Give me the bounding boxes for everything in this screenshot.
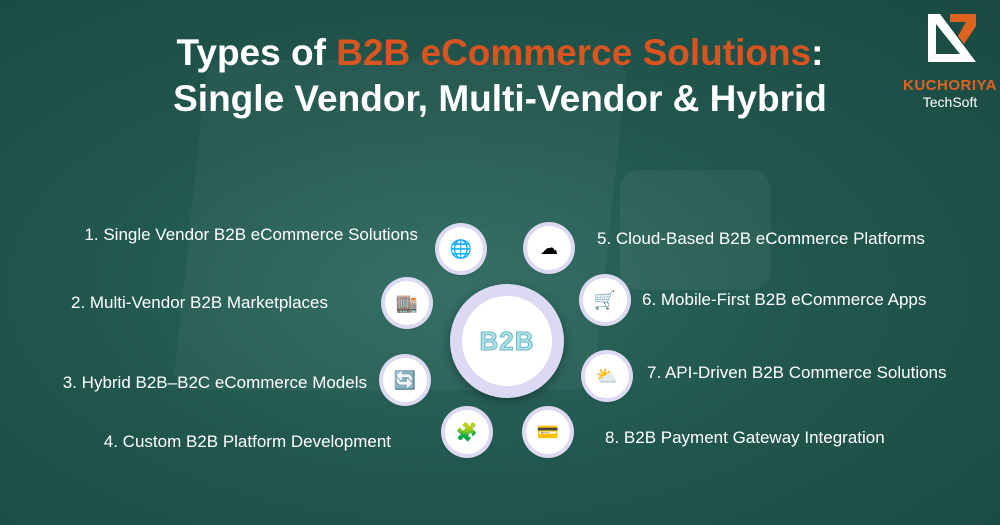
- item-label-1: 1. Single Vendor B2B eCommerce Solutions: [84, 225, 418, 244]
- title-colon: :: [811, 32, 824, 73]
- logo-sub: TechSoft: [922, 94, 978, 110]
- item-label-6: 6. Mobile-First B2B eCommerce Apps: [642, 290, 927, 309]
- cloud-network-icon: ☁: [527, 226, 571, 270]
- background-cart-shape: [620, 170, 770, 290]
- item-label-5: 5. Cloud-Based B2B eCommerce Platforms: [597, 229, 925, 248]
- item-label-8: 8. B2B Payment Gateway Integration: [605, 428, 885, 447]
- payment-gateway-icon: 💳: [526, 410, 570, 454]
- logo-mark-icon: [928, 14, 976, 62]
- api-cloud-icon: ⛅: [585, 354, 629, 398]
- mobile-shop-icon: 🛒: [583, 278, 627, 322]
- item-label-4: 4. Custom B2B Platform Development: [103, 432, 391, 451]
- marketplace-buildings-icon: 🏬: [385, 281, 429, 325]
- logo-brand: KUCHORIYA: [903, 77, 997, 94]
- title-subline: Single Vendor, Multi-Vendor & Hybrid: [173, 78, 827, 119]
- item-label-2: 2. Multi-Vendor B2B Marketplaces: [70, 293, 328, 312]
- item-label-3: 3. Hybrid B2B–B2C eCommerce Models: [62, 373, 367, 392]
- center-b2b-circle: B2B: [450, 284, 564, 398]
- globe-network-icon: 🌐: [439, 227, 483, 271]
- item-label-7: 7. API-Driven B2B Commerce Solutions: [647, 363, 947, 382]
- title-highlight: B2B eCommerce Solutions: [336, 32, 812, 73]
- exchange-people-icon: 🔄: [383, 358, 427, 402]
- page-title: Types of B2B eCommerce Solutions: Single…: [0, 30, 1000, 122]
- title-text: Types of: [176, 32, 337, 73]
- b2b-icon: B2B: [479, 325, 535, 356]
- company-logo: KUCHORIYA TechSoft: [900, 10, 1000, 110]
- development-devices-icon: 🧩: [445, 410, 489, 454]
